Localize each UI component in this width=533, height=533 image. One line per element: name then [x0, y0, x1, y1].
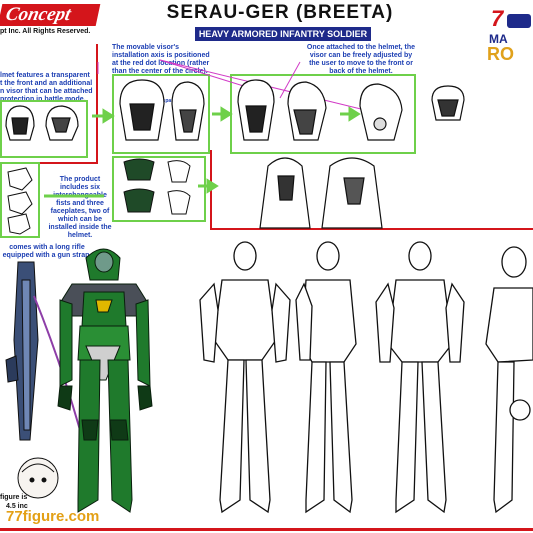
box-helmet-front — [0, 100, 88, 158]
logo-mid: MA — [489, 32, 508, 46]
note-helmet-visor: lmet features a transparent t the front … — [0, 72, 93, 103]
brand-logo-right: 7 MA RO — [481, 6, 533, 64]
logo-badge — [507, 14, 531, 28]
divider-vertical-left — [96, 44, 98, 164]
figure-front-lineart — [199, 241, 291, 514]
faceplate-sketches — [123, 158, 191, 215]
note-figure-size-2: 4.5 inc — [6, 503, 28, 510]
copyright-text: pt Inc. All Rights Reserved. — [0, 28, 91, 35]
helmet-sketches — [5, 79, 465, 141]
watermark-text: 77figure.com — [6, 508, 100, 525]
line-art-figures — [199, 241, 533, 514]
note-rifle: comes with a long rifle equipped with a … — [2, 244, 92, 259]
divider-horizontal-mid — [210, 228, 533, 230]
label-transparent: Transparent — [152, 98, 181, 104]
logo-bot: RO — [487, 44, 514, 64]
page-subtitle: HEAVY ARMORED INFANTRY SOLDIER — [195, 27, 371, 41]
rifle-illustration — [5, 261, 81, 441]
note-visor-adjust: Once attached to the helmet, the visor c… — [306, 44, 416, 75]
figure-side-lineart — [295, 241, 357, 514]
fist-sketches — [7, 167, 33, 235]
note-visor-axis: The movable visor's installation axis is… — [112, 44, 210, 75]
page-title: SERAU-GER (BREETA) — [166, 2, 394, 23]
figure-back-lineart — [375, 241, 465, 514]
mascot-illustration — [17, 457, 59, 499]
colored-figure — [57, 248, 153, 513]
box-visor-detail — [112, 74, 210, 154]
flow-arrows — [44, 106, 361, 198]
logo-top: 7 — [491, 6, 504, 31]
box-fists — [0, 162, 40, 238]
divider-bottom — [0, 528, 533, 531]
bust-sketches — [259, 157, 383, 229]
divider-horizontal-left — [0, 162, 98, 164]
note-figure-size-1: figure is — [0, 494, 28, 501]
figure-rear-lineart — [485, 246, 533, 514]
box-faceplates — [112, 156, 206, 222]
